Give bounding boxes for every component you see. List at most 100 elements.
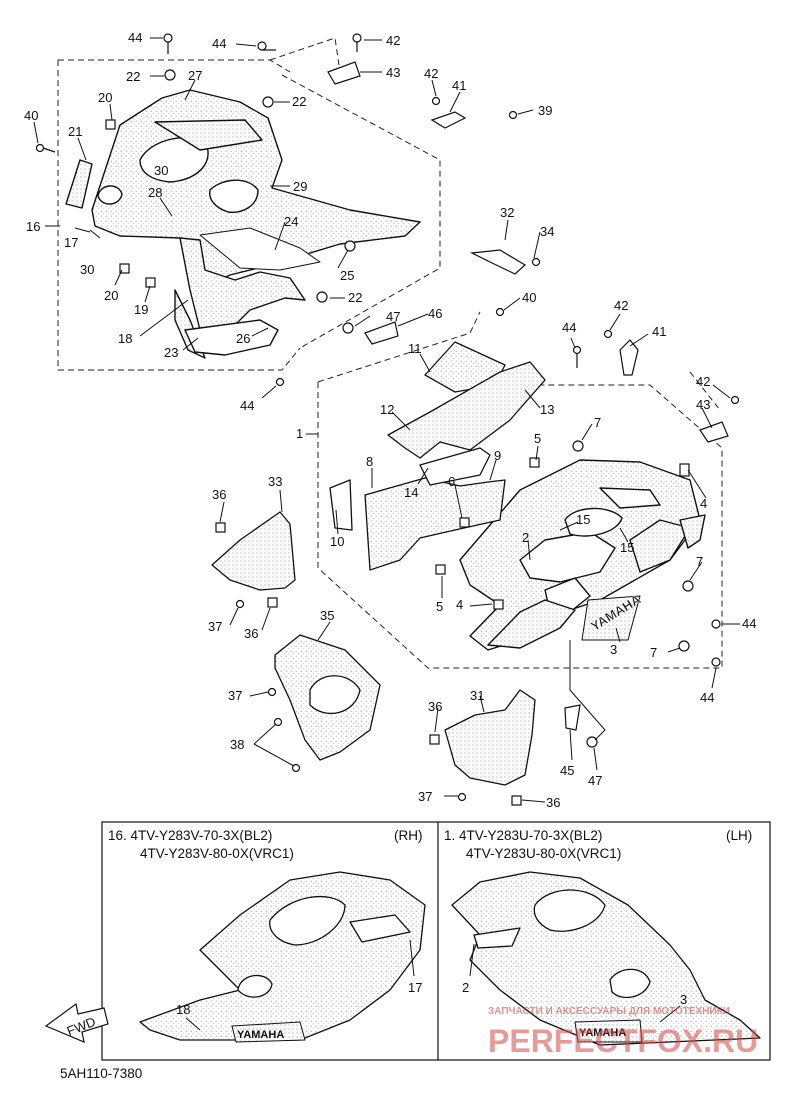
callout-47: 47 — [588, 773, 602, 788]
callout-38: 38 — [230, 737, 244, 752]
side-brackets — [211, 511, 536, 786]
callout-22: 22 — [126, 69, 140, 84]
lh-callout-2: 2 — [462, 980, 469, 995]
callout-40: 40 — [522, 290, 536, 305]
callout-10: 10 — [330, 534, 344, 549]
callout-16: 16 — [26, 219, 40, 234]
callout-37: 37 — [418, 789, 432, 804]
callout-42: 42 — [696, 374, 710, 389]
callout-9: 9 — [494, 448, 501, 463]
callout-37: 37 — [228, 688, 242, 703]
callout-7: 7 — [696, 554, 703, 569]
callout-14: 14 — [404, 485, 418, 500]
callout-30: 30 — [80, 262, 94, 277]
callout-11: 11 — [408, 341, 422, 356]
callout-7: 7 — [594, 415, 601, 430]
callout-32: 32 — [500, 205, 514, 220]
callout-7: 7 — [650, 645, 657, 660]
callout-36: 36 — [244, 626, 258, 641]
callout-31: 31 — [470, 688, 484, 703]
callout-43: 43 — [696, 397, 710, 412]
callout-30: 30 — [154, 163, 168, 178]
callout-25: 25 — [340, 268, 354, 283]
callout-3: 3 — [610, 642, 617, 657]
callout-28: 28 — [148, 185, 162, 200]
hardware — [35, 33, 740, 806]
callout-35: 35 — [320, 608, 334, 623]
rh-side-label: (RH) — [394, 828, 423, 843]
variant-panels: 16. 4TV-Y283V-70-3X(BL2) 4TV-Y283V-80-0X… — [44, 821, 771, 1061]
callout-15: 15 — [620, 540, 634, 555]
callout-33: 33 — [268, 474, 282, 489]
callout-24: 24 — [284, 214, 298, 229]
callout-43: 43 — [386, 65, 400, 80]
callout-18: 18 — [118, 331, 132, 346]
forward-arrow: FWD — [44, 1002, 109, 1043]
callout-36: 36 — [546, 795, 560, 810]
callout-20: 20 — [98, 90, 112, 105]
rh-callout-17: 17 — [408, 980, 422, 995]
upper-fairing-rh — [65, 89, 421, 359]
watermark: ЗАПЧАСТИ И АКСЕССУАРЫ ДЛЯ МОТОТЕХНИКИ PE… — [488, 1006, 758, 1059]
callout-19: 19 — [134, 302, 148, 317]
rh-part-line-1: 16. 4TV-Y283V-70-3X(BL2) — [108, 828, 272, 843]
rh-callout-18: 18 — [176, 1002, 190, 1017]
callout-6: 6 — [448, 474, 455, 489]
callout-26: 26 — [236, 331, 250, 346]
lh-part-line-1: 1. 4TV-Y283U-70-3X(BL2) — [444, 828, 602, 843]
callout-12: 12 — [380, 402, 394, 417]
inner-panels — [329, 341, 546, 571]
callout-46: 46 — [428, 306, 442, 321]
callout-42: 42 — [386, 33, 400, 48]
callout-42: 42 — [614, 298, 628, 313]
callout-44: 44 — [562, 320, 576, 335]
watermark-line-2: PERFECTFOX.RU — [488, 1023, 758, 1059]
callout-41: 41 — [652, 324, 666, 339]
watermark-line-1: ЗАПЧАСТИ И АКСЕССУАРЫ ДЛЯ МОТОТЕХНИКИ — [488, 1006, 730, 1017]
callout-44: 44 — [700, 690, 714, 705]
callout-44: 44 — [742, 616, 756, 631]
callout-1: 1 — [296, 426, 303, 441]
rh-brand-decal: YAMAHA — [237, 1029, 284, 1041]
callout-8: 8 — [366, 454, 373, 469]
callout-36: 36 — [212, 487, 226, 502]
callout-29: 29 — [293, 179, 307, 194]
callout-37: 37 — [208, 619, 222, 634]
callout-36: 36 — [428, 699, 442, 714]
catalog-code: 5AH110-7380 — [60, 1066, 142, 1081]
callout-42: 42 — [424, 66, 438, 81]
callout-44: 44 — [128, 30, 142, 45]
lh-part-line-2: 4TV-Y283U-80-0X(VRC1) — [466, 846, 621, 861]
callout-22: 22 — [348, 290, 362, 305]
panel-rh: 16. 4TV-Y283V-70-3X(BL2) 4TV-Y283V-80-0X… — [44, 828, 426, 1043]
callout-5: 5 — [436, 599, 443, 614]
callout-labels: 44 44 42 43 22 27 22 42 41 39 20 40 21 3… — [24, 30, 756, 810]
callout-17: 17 — [64, 235, 78, 250]
callout-34: 34 — [540, 224, 554, 239]
assembly-boundary-lower — [317, 311, 723, 669]
rh-part-line-2: 4TV-Y283V-80-0X(VRC1) — [140, 846, 294, 861]
lower-fairing-lh — [459, 459, 706, 651]
callout-4: 4 — [700, 496, 707, 511]
callout-44: 44 — [212, 36, 226, 51]
lh-callout-3: 3 — [680, 992, 687, 1007]
lh-side-label: (LH) — [726, 828, 752, 843]
assembly-boundary-upper — [57, 37, 441, 371]
callout-5: 5 — [534, 431, 541, 446]
callout-39: 39 — [538, 103, 552, 118]
callout-41: 41 — [452, 78, 466, 93]
callout-20: 20 — [104, 288, 118, 303]
callout-22: 22 — [292, 94, 306, 109]
lh-brand-decal: YAMAHA — [579, 1027, 626, 1039]
callout-44: 44 — [240, 398, 254, 413]
callout-47: 47 — [386, 309, 400, 324]
callout-4: 4 — [456, 597, 463, 612]
callout-2: 2 — [522, 530, 529, 545]
leader-lines — [33, 37, 740, 803]
panel-lh: 1. 4TV-Y283U-70-3X(BL2) 4TV-Y283U-80-0X(… — [444, 828, 761, 1046]
callout-13: 13 — [540, 402, 554, 417]
callout-27: 27 — [188, 68, 202, 83]
callout-40: 40 — [24, 108, 38, 123]
callout-15: 15 — [576, 512, 590, 527]
